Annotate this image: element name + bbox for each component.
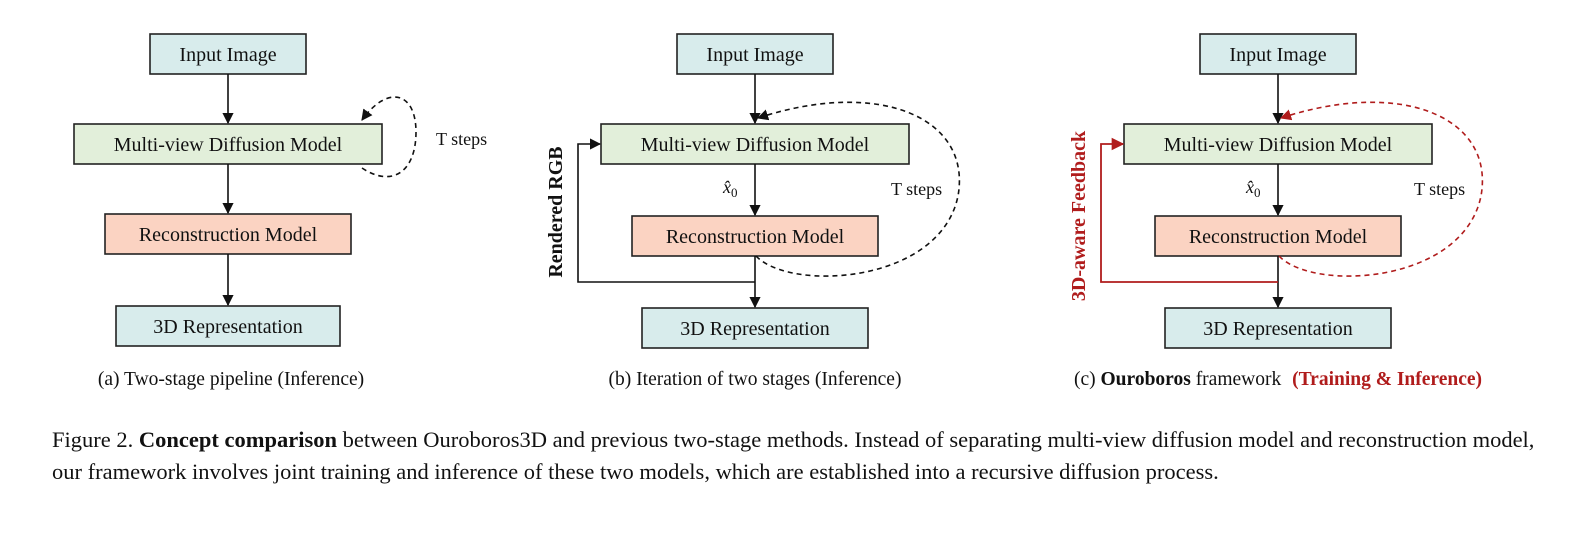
concept-comparison-figure: Input Image Multi-view Diffusion Model R… xyxy=(73,33,1484,390)
t-steps-loop xyxy=(755,101,961,277)
rendered-rgb-feedback-arrow xyxy=(577,138,755,283)
t-steps-loop xyxy=(1278,101,1484,277)
reconstruction-label: Reconstruction Model xyxy=(1189,226,1368,248)
multi-view-diffusion-label: Multi-view Diffusion Model xyxy=(1164,134,1393,156)
figure-caption-bold: Concept comparison xyxy=(138,427,337,452)
representation-label: 3D Representation xyxy=(680,318,829,340)
figure-caption: Figure 2. Concept comparison between Our… xyxy=(52,424,1542,488)
representation-box xyxy=(115,305,341,347)
representation-label: 3D Representation xyxy=(1203,318,1352,340)
input-image-label: Input Image xyxy=(706,44,803,66)
multi-view-diffusion-box xyxy=(73,123,383,165)
reconstruction-label: Reconstruction Model xyxy=(139,224,318,246)
feedback-arrow xyxy=(1100,137,1278,283)
panel-c: Input Image Multi-view Diffusion Model R… xyxy=(1068,33,1484,390)
input-image-box xyxy=(149,33,307,75)
feedback-label: 3D-aware Feedback xyxy=(1068,130,1090,301)
panel-b-caption: (b) Iteration of two stages (Inference) xyxy=(609,369,902,390)
x0-hat-label: x̂0 xyxy=(722,177,738,200)
rendered-rgb-label: Rendered RGB xyxy=(545,146,567,277)
representation-box xyxy=(1164,307,1392,349)
multi-view-diffusion-label: Multi-view Diffusion Model xyxy=(114,134,343,156)
t-steps-label: T steps xyxy=(436,129,487,149)
figure-label: Figure 2. xyxy=(52,427,139,452)
reconstruction-label: Reconstruction Model xyxy=(666,226,845,248)
t-steps-loop xyxy=(361,96,417,178)
panel-a: Input Image Multi-view Diffusion Model R… xyxy=(73,33,487,390)
input-image-label: Input Image xyxy=(1229,44,1326,66)
representation-label: 3D Representation xyxy=(153,316,302,338)
reconstruction-box xyxy=(1154,215,1402,257)
figure-caption-text: between Ouroboros3D and previous two-sta… xyxy=(52,427,1535,484)
multi-view-diffusion-label: Multi-view Diffusion Model xyxy=(641,134,870,156)
panel-a-caption: (a) Two-stage pipeline (Inference) xyxy=(98,369,364,390)
representation-box xyxy=(641,307,869,349)
t-steps-label: T steps xyxy=(891,179,942,199)
input-image-label: Input Image xyxy=(179,44,276,66)
panel-b: Input Image Multi-view Diffusion Model R… xyxy=(545,33,961,390)
x0-hat-label: x̂0 xyxy=(1245,177,1261,200)
panel-c-caption: (c) Ouroboros framework (Training & Infe… xyxy=(1074,369,1482,390)
t-steps-label: T steps xyxy=(1414,179,1465,199)
